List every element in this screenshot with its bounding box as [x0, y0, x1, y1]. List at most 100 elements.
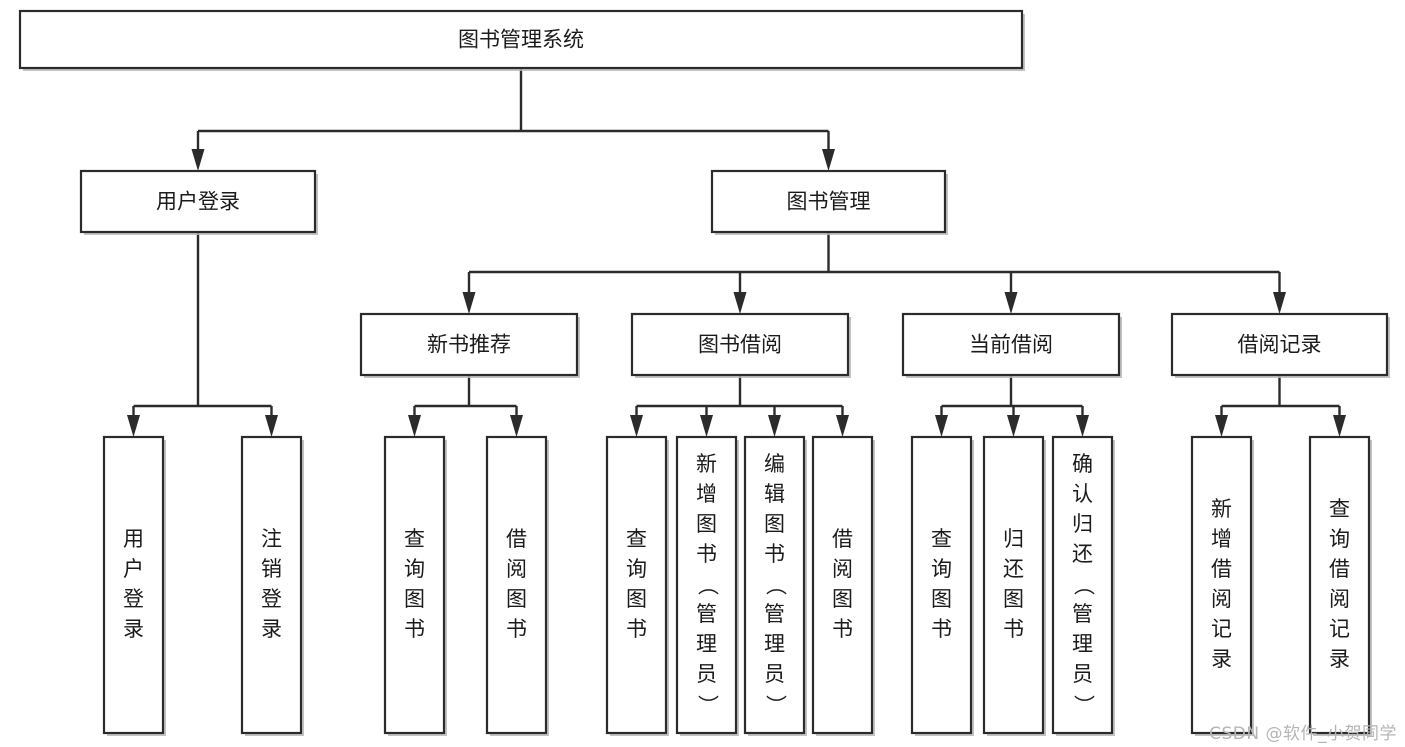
svg-text:归: 归 [1072, 512, 1093, 536]
node-box[interactable] [675, 435, 738, 735]
arrow-head [462, 292, 476, 314]
node-box[interactable] [910, 435, 973, 735]
node-box[interactable] [982, 435, 1045, 735]
svg-text:查: 查 [626, 527, 647, 551]
node-box[interactable] [102, 435, 165, 735]
node-new-book-rec[interactable]: 新书推荐 [359, 312, 580, 378]
svg-text:书: 书 [506, 617, 527, 641]
node-box[interactable] [1051, 435, 1114, 735]
arrow-head [768, 415, 781, 437]
svg-text:书: 书 [832, 617, 853, 641]
node-box[interactable] [383, 435, 446, 735]
svg-text:图: 图 [764, 512, 785, 536]
node-label: 用户登录 [123, 527, 144, 641]
svg-text:借: 借 [506, 527, 527, 551]
node-layer: 图书管理系统用户登录图书管理新书推荐图书借阅当前借阅借阅记录用户登录注销登录查询… [18, 9, 1390, 736]
node-box[interactable] [605, 435, 668, 735]
edge-layer [127, 68, 1346, 437]
svg-text:书: 书 [626, 617, 647, 641]
svg-text:注: 注 [261, 527, 282, 551]
node-box[interactable] [1170, 312, 1389, 377]
node-box[interactable] [710, 169, 947, 234]
arrow-head [191, 149, 205, 171]
edge-group-current-borrow [935, 375, 1089, 437]
node-book-manage[interactable]: 图书管理 [710, 169, 948, 235]
node-current-borrow[interactable]: 当前借阅 [901, 312, 1122, 378]
node-box[interactable] [240, 435, 303, 735]
arrow-head [1004, 292, 1018, 314]
arrow-head [1076, 415, 1089, 437]
edge-group-new-book-rec [408, 375, 523, 437]
node-box[interactable] [79, 169, 317, 234]
node-label: 图书管理系统 [458, 28, 584, 52]
svg-text:书: 书 [404, 617, 425, 641]
node-box[interactable] [811, 435, 874, 735]
svg-text:编: 编 [764, 452, 785, 476]
svg-text:借: 借 [832, 527, 853, 551]
node-label: 图书管理 [787, 190, 871, 214]
node-borrow-record[interactable]: 借阅记录 [1170, 312, 1390, 378]
node-book-borrow[interactable]: 图书借阅 [630, 312, 851, 378]
svg-text:新: 新 [696, 452, 717, 476]
svg-text:询: 询 [1329, 527, 1350, 551]
arrow-head [700, 415, 713, 437]
node-box[interactable] [1308, 435, 1371, 735]
svg-text:增: 增 [1211, 527, 1232, 551]
svg-text:询: 询 [404, 557, 425, 581]
svg-text:查: 查 [931, 527, 952, 551]
node-box[interactable] [901, 312, 1121, 377]
node-box[interactable] [18, 9, 1024, 70]
node-box[interactable] [743, 435, 806, 735]
svg-text:（: （ [1072, 575, 1096, 596]
svg-text:管: 管 [696, 602, 717, 626]
arrow-head [630, 415, 643, 437]
svg-text:录: 录 [1329, 647, 1350, 671]
node-box[interactable] [630, 312, 850, 377]
node-root[interactable]: 图书管理系统 [18, 9, 1025, 71]
svg-text:查: 查 [1329, 497, 1350, 521]
arrow-head [408, 415, 421, 437]
edge-group-root [191, 68, 835, 171]
watermark-label: CSDN @软件_小贺同学 [1209, 724, 1397, 744]
node-box[interactable] [1190, 435, 1253, 735]
svg-text:员: 员 [764, 662, 785, 686]
svg-text:图: 图 [1003, 587, 1024, 611]
node-box[interactable] [359, 312, 579, 377]
node-label: 新书推荐 [427, 333, 511, 357]
svg-text:图: 图 [506, 587, 527, 611]
node-user-login[interactable]: 用户登录 [79, 169, 318, 235]
node-leaf-user-login[interactable]: 用户登录 [102, 435, 166, 736]
svg-text:登: 登 [123, 587, 144, 611]
svg-text:（: （ [764, 575, 788, 596]
arrow-head [836, 415, 849, 437]
edge-group-borrow-record [1215, 375, 1346, 437]
svg-text:阅: 阅 [832, 557, 853, 581]
node-box[interactable] [485, 435, 548, 735]
svg-text:录: 录 [261, 617, 282, 641]
arrow-head [1007, 415, 1020, 437]
edge-group-book-borrow [630, 375, 849, 437]
svg-text:书: 书 [931, 617, 952, 641]
svg-text:）: ） [696, 695, 720, 716]
